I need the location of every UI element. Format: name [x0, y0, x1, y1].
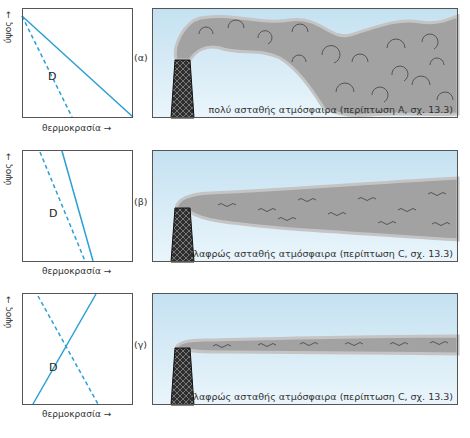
smoke-plume: [176, 336, 458, 354]
axis-label: ύψος →: [4, 11, 13, 43]
wave-marks: [218, 193, 450, 226]
panel-letter: (α): [134, 53, 148, 63]
graph-panel: D: [22, 150, 133, 262]
curve-label: D: [48, 71, 56, 82]
temperature-profile: [22, 16, 133, 117]
curve-label: D: [49, 208, 57, 219]
axis-label: θερμοκρασία →: [42, 267, 111, 276]
axis-label: θερμοκρασία →: [42, 410, 111, 419]
dry-adiabat: [38, 296, 98, 404]
graph-background: [22, 8, 133, 118]
graph-background: [22, 293, 133, 405]
smoke-plume: [176, 178, 458, 240]
sky: [152, 293, 458, 405]
scene-caption: πολύ ασταθής ατμόσφαιρα (περίπτωση Α, σχ…: [209, 105, 454, 115]
axis-label: θερμοκρασία →: [42, 124, 111, 133]
scene-panel: ελαφρώς ασταθής ατμόσφαιρα (περίπτωση C,…: [152, 293, 458, 405]
axis-label: ύψος →: [4, 153, 13, 185]
wave-marks: [213, 342, 448, 348]
eddy-marks: [199, 20, 453, 102]
graph-background: [22, 150, 133, 262]
scene-panel: ελαφρώς ασταθής ατμόσφαιρα (περίπτωση C,…: [152, 150, 458, 262]
panel-letter: (β): [134, 197, 147, 207]
temperature-profile: [33, 294, 96, 404]
graph-panel: D: [22, 293, 133, 405]
scene-caption: ελαφρώς ασταθής ατμόσφαιρα (περίπτωση C,…: [188, 392, 453, 402]
scene-panel: πολύ ασταθής ατμόσφαιρα (περίπτωση Α, σχ…: [152, 8, 458, 118]
dry-adiabat: [22, 16, 72, 117]
scene-caption: ελαφρώς ασταθής ατμόσφαιρα (περίπτωση C,…: [188, 249, 453, 259]
sky: [152, 150, 458, 262]
panel-letter: (γ): [134, 340, 147, 350]
sky: [152, 8, 458, 118]
curve-label: D: [49, 362, 57, 373]
dry-adiabat: [40, 152, 85, 261]
graph-panel: D: [22, 8, 133, 118]
smoke-plume: [175, 16, 458, 115]
axis-label: ύψος →: [4, 296, 13, 328]
chimney: [171, 60, 194, 118]
